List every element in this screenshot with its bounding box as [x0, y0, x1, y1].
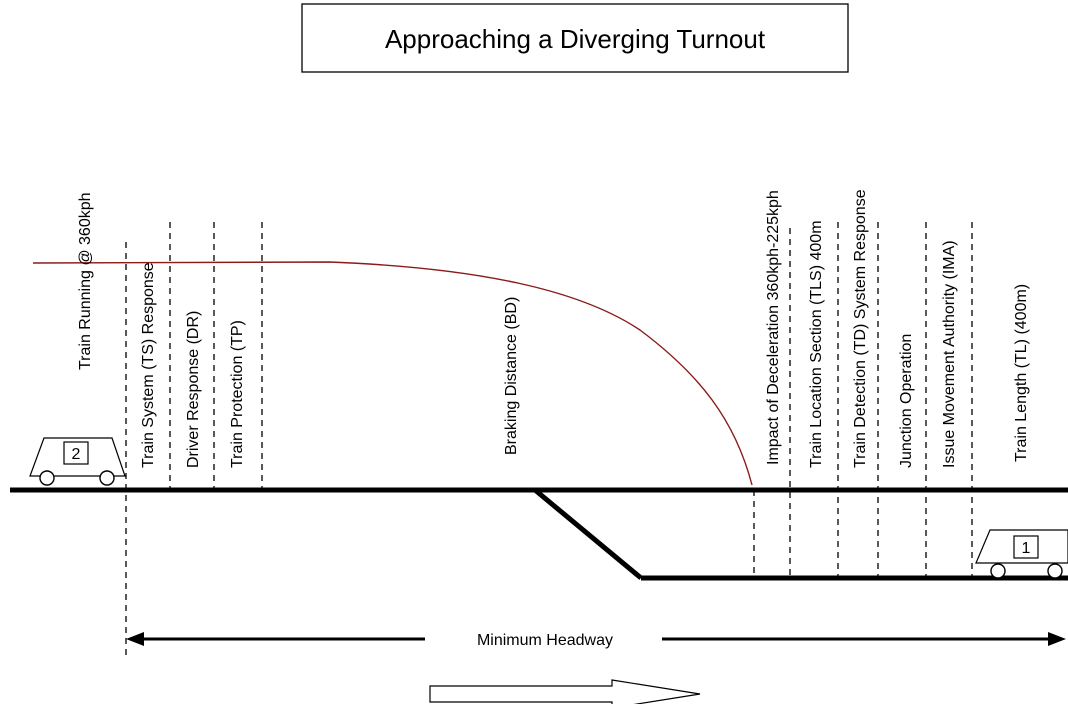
label-braking-distance: Braking Distance (BD) — [503, 297, 520, 455]
label-ima: Issue Movement Authority (IMA) — [941, 240, 958, 468]
title-box — [301, 3, 849, 73]
label-ts-response: Train System (TS) Response — [140, 262, 157, 468]
label-train-running: Train Running @ 360kph — [77, 192, 94, 370]
train-1: 1 — [975, 529, 1068, 579]
speed-curve — [32, 261, 753, 486]
train-1-number: 1 — [1022, 540, 1031, 557]
train-2: 2 — [29, 437, 126, 486]
label-junction-operation: Junction Operation — [898, 334, 915, 468]
label-train-protection: Train Protection (TP) — [229, 320, 246, 468]
label-impact-deceleration: Impact of Deceleration 360kph-225kph — [765, 190, 782, 465]
label-tls: Train Location Section (TLS) 400m — [808, 220, 825, 468]
label-train-length: Train Length (TL) (400m) — [1013, 284, 1030, 462]
label-td-response: Train Detection (TD) System Response — [852, 189, 869, 468]
headway-arrow — [126, 632, 1066, 646]
train-2-number: 2 — [72, 446, 81, 463]
diagram-title: Approaching a Diverging Turnout — [385, 24, 766, 54]
headway-label: Minimum Headway — [477, 632, 613, 649]
direction-arrow — [429, 679, 701, 704]
diverging-track-slope — [533, 488, 643, 580]
label-driver-response: Driver Response (DR) — [185, 311, 202, 468]
